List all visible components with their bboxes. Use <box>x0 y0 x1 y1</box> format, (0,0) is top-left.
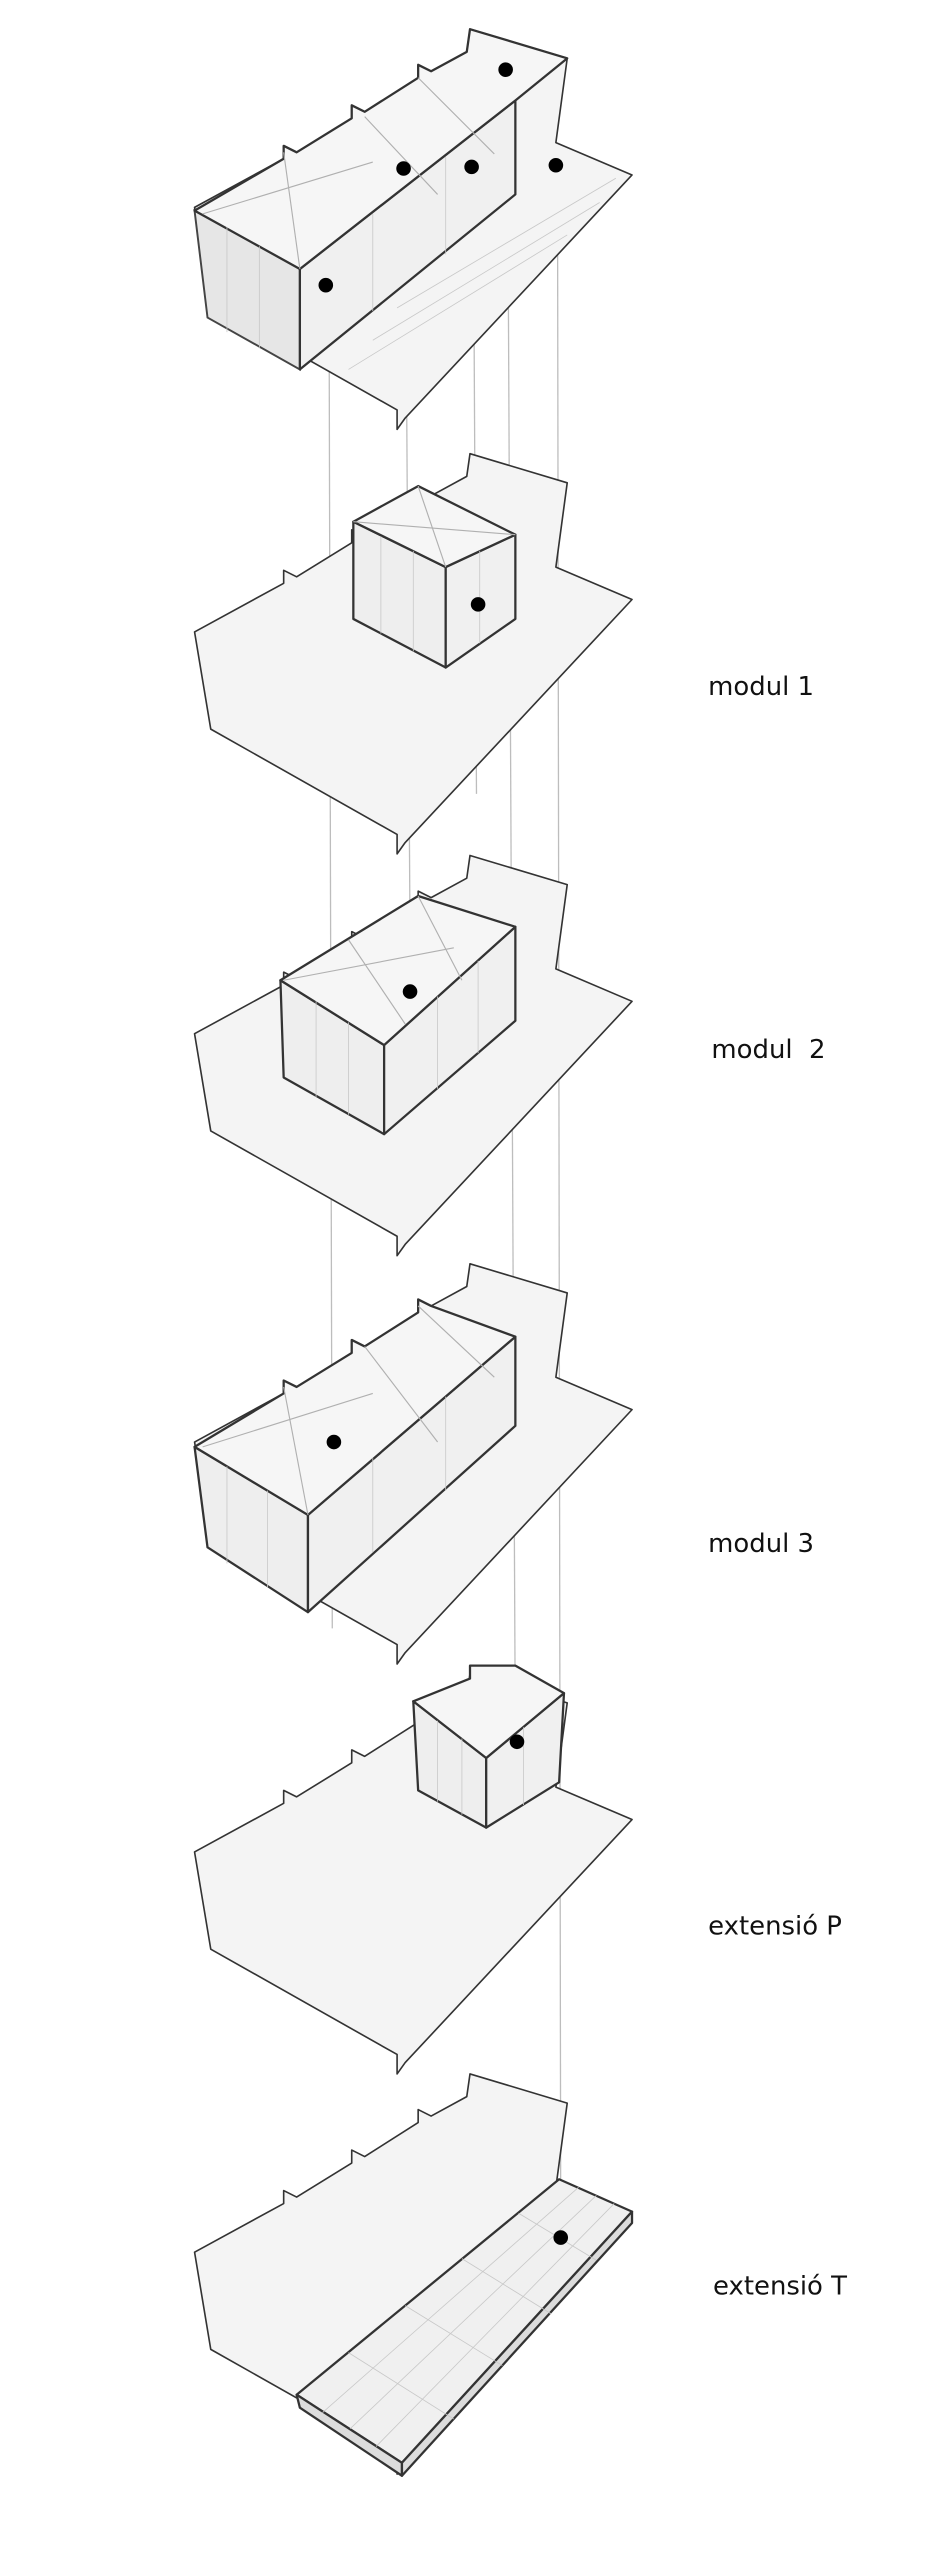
marker-dot <box>470 597 486 612</box>
marker-dot <box>498 62 513 77</box>
level-modul-3 <box>193 1262 633 1665</box>
label-modul-1: modul 1 <box>708 672 814 702</box>
marker-dot <box>402 984 418 999</box>
marker-dot <box>509 1734 525 1750</box>
marker-dot <box>396 161 411 176</box>
level-modul-1 <box>193 452 633 855</box>
label-modul-2: modul 2 <box>711 1035 825 1065</box>
marker-dot <box>318 277 334 293</box>
level-extensio-t <box>193 2073 634 2477</box>
marker-dot <box>464 159 479 175</box>
marker-dot <box>548 157 564 173</box>
label-extensio-t: extensió T <box>713 2271 847 2301</box>
connector-line <box>556 165 562 2238</box>
level-extensio-p <box>193 1664 633 2075</box>
level-modul-2 <box>193 854 633 1257</box>
combined-assembly <box>193 28 633 431</box>
label-extensio-p: extensió P <box>708 1912 842 1942</box>
marker-dot <box>326 1434 342 1450</box>
label-modul-3: modul 3 <box>708 1529 814 1559</box>
marker-dot <box>553 2230 569 2245</box>
